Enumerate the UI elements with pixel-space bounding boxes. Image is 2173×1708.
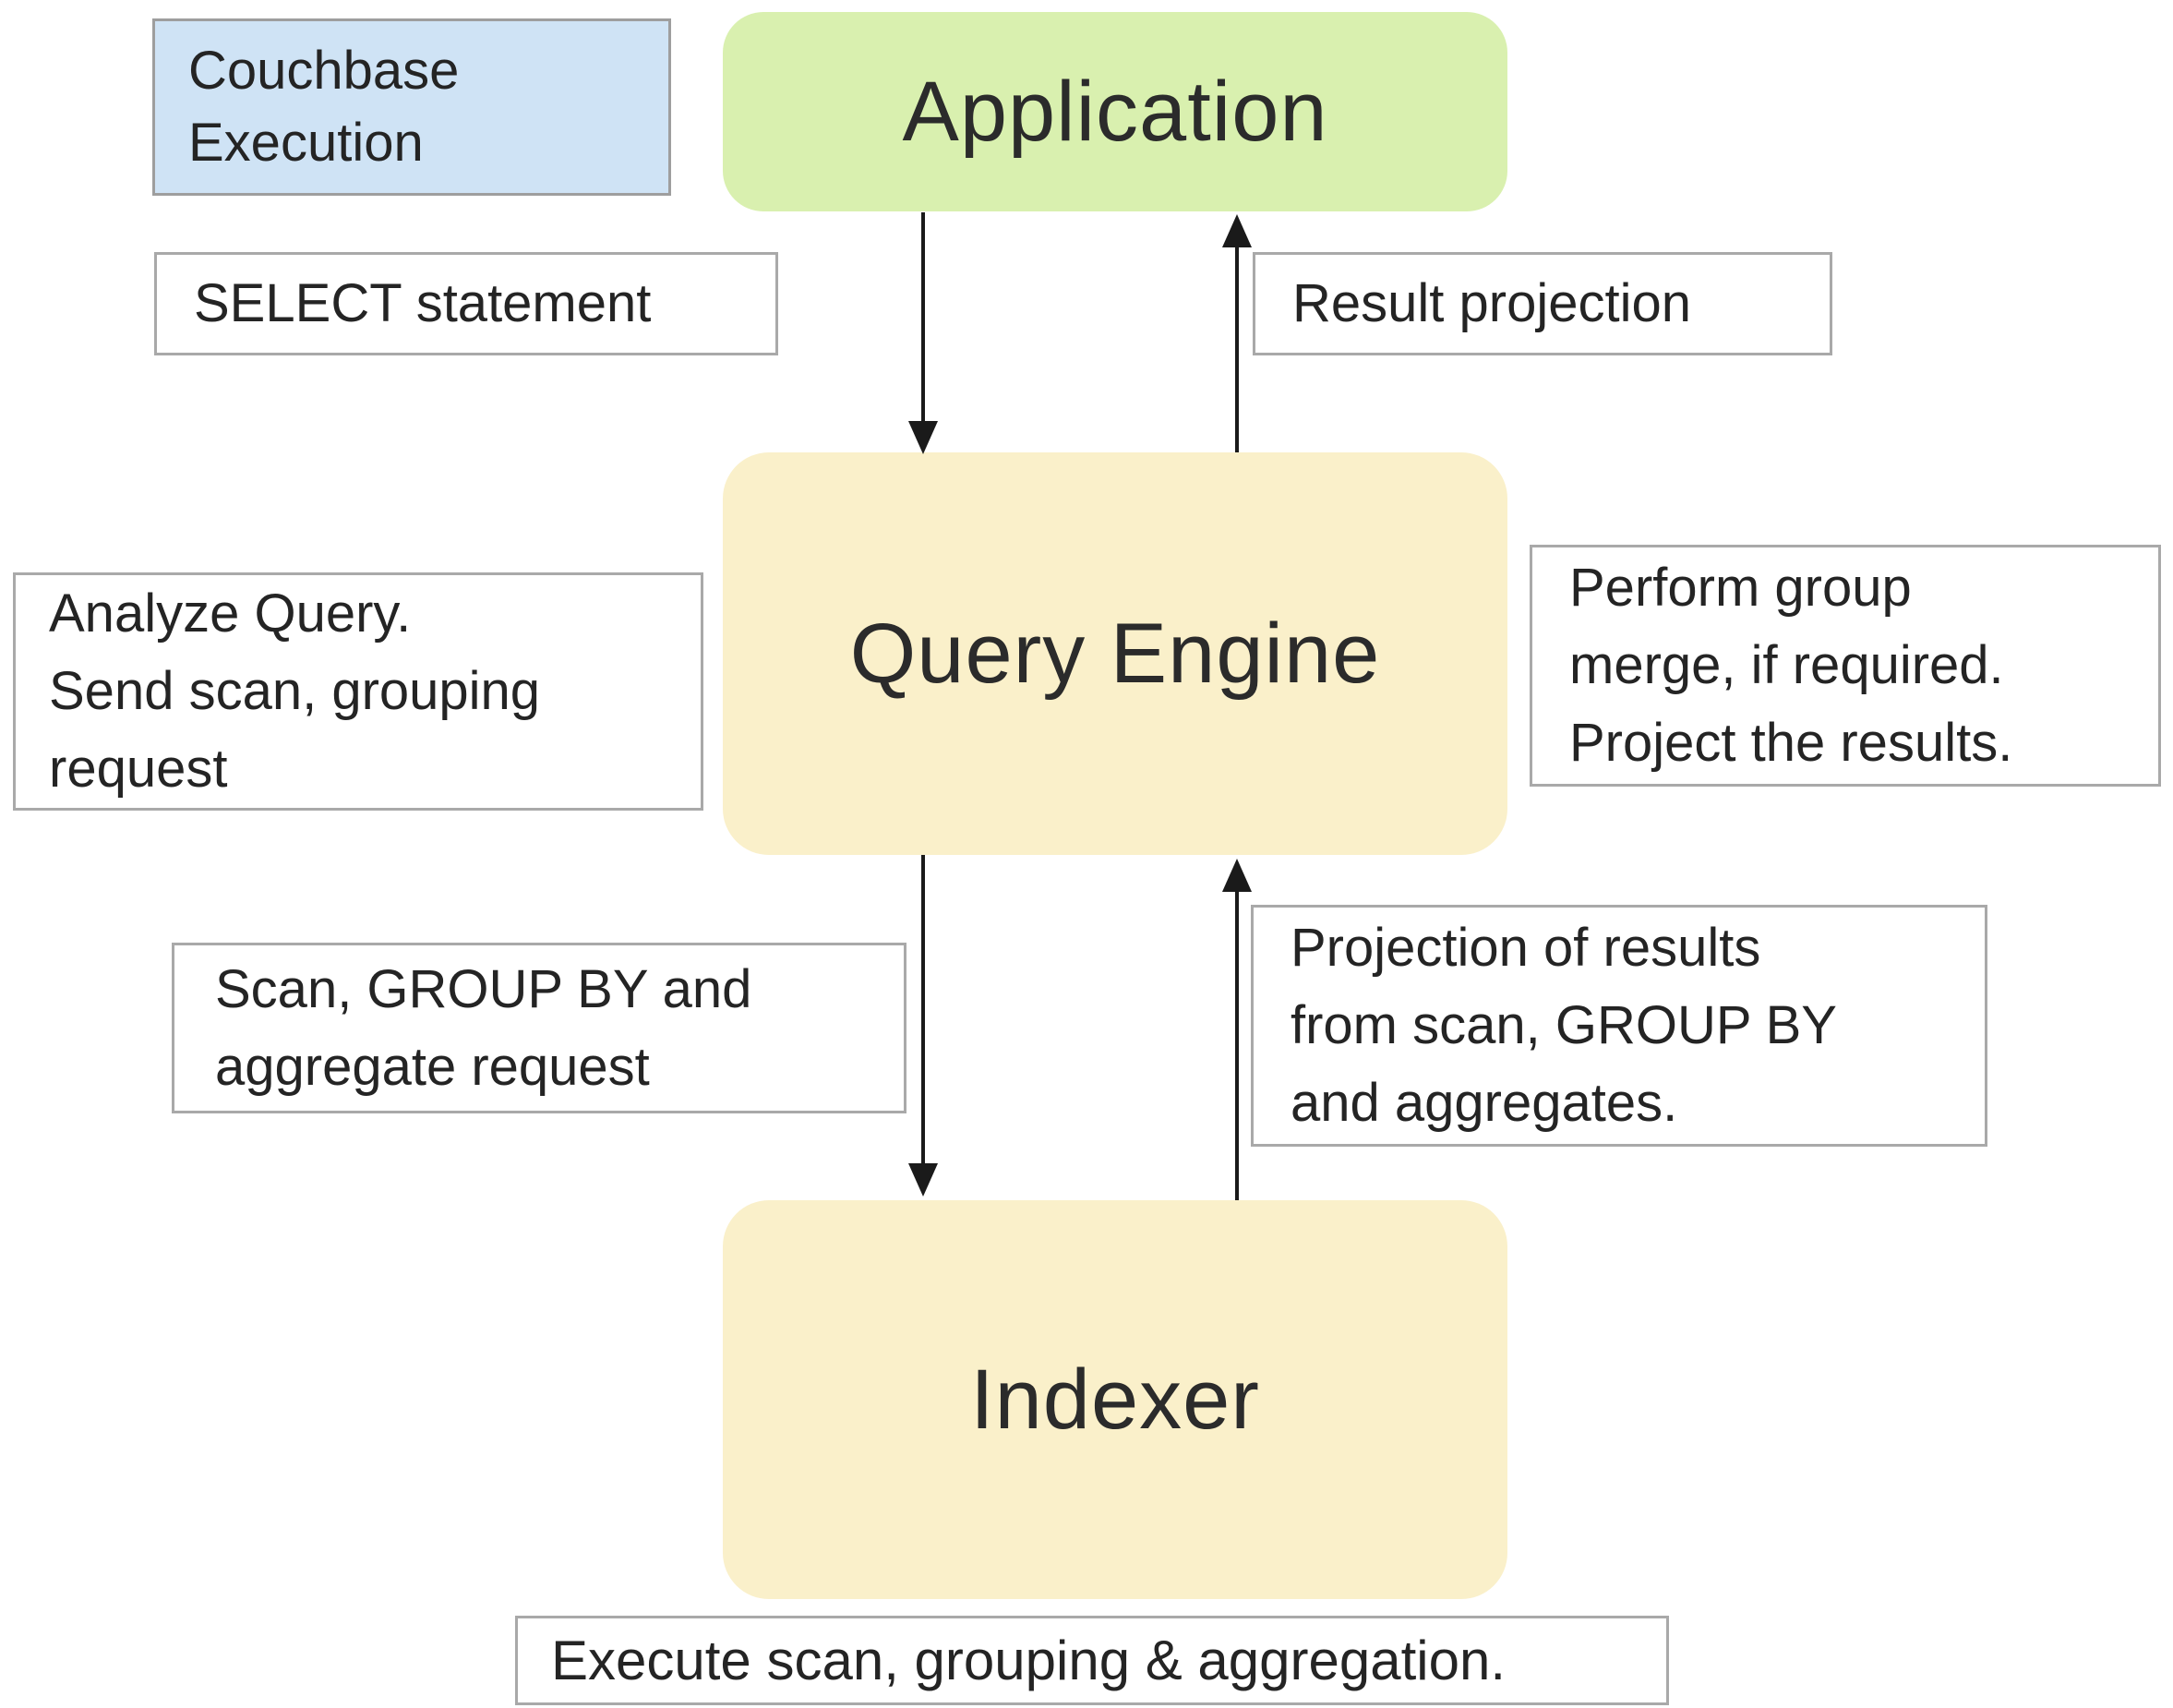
annotation-line: Project the results. <box>1569 713 2013 773</box>
annotation-line: and aggregates. <box>1291 1073 1678 1133</box>
annotation-line: Execute scan, grouping & aggregation. <box>551 1629 1507 1691</box>
arrow-application-to-query-engine-icon <box>908 212 938 454</box>
legend-line: Couchbase <box>188 41 460 101</box>
annotation-analyze-query: Analyze Query. Send scan, grouping reque… <box>13 572 703 811</box>
annotation-line: request <box>49 739 228 799</box>
legend-line: Execution <box>188 113 424 173</box>
node-indexer-label: Indexer <box>970 1352 1260 1447</box>
annotation-line: Scan, GROUP BY and <box>215 958 752 1019</box>
annotation-line: SELECT statement <box>194 273 652 333</box>
node-application: Application <box>723 12 1507 211</box>
arrow-query-engine-to-application-icon <box>1222 214 1252 452</box>
annotation-select-statement: SELECT statement <box>154 252 778 355</box>
annotation-line: Analyze Query. <box>49 583 412 644</box>
node-application-label: Application <box>902 64 1328 159</box>
annotation-execute-scan: Execute scan, grouping & aggregation. <box>515 1616 1669 1705</box>
annotation-line: from scan, GROUP BY <box>1291 995 1837 1055</box>
annotation-line: Perform group <box>1569 558 1912 618</box>
arrow-indexer-to-query-engine-icon <box>1222 859 1252 1200</box>
node-query-engine: Query Engine <box>723 452 1507 855</box>
node-query-engine-label: Query Engine <box>849 606 1381 701</box>
annotation-result-projection: Result projection <box>1253 252 1832 355</box>
arrow-query-engine-to-indexer-icon <box>908 855 938 1197</box>
annotation-line: Result projection <box>1292 273 1691 333</box>
legend-couchbase-execution: Couchbase Execution <box>152 18 671 196</box>
annotation-projection-of-results: Projection of results from scan, GROUP B… <box>1251 905 1987 1147</box>
annotation-line: aggregate request <box>215 1036 650 1097</box>
node-indexer: Indexer <box>723 1200 1507 1599</box>
annotation-line: Send scan, grouping <box>49 661 541 721</box>
annotation-line: Projection of results <box>1291 918 1761 978</box>
annotation-scan-group-by: Scan, GROUP BY and aggregate request <box>172 943 906 1113</box>
annotation-perform-group-merge: Perform group merge, if required. Projec… <box>1530 545 2161 787</box>
annotation-line: merge, if required. <box>1569 635 2004 695</box>
